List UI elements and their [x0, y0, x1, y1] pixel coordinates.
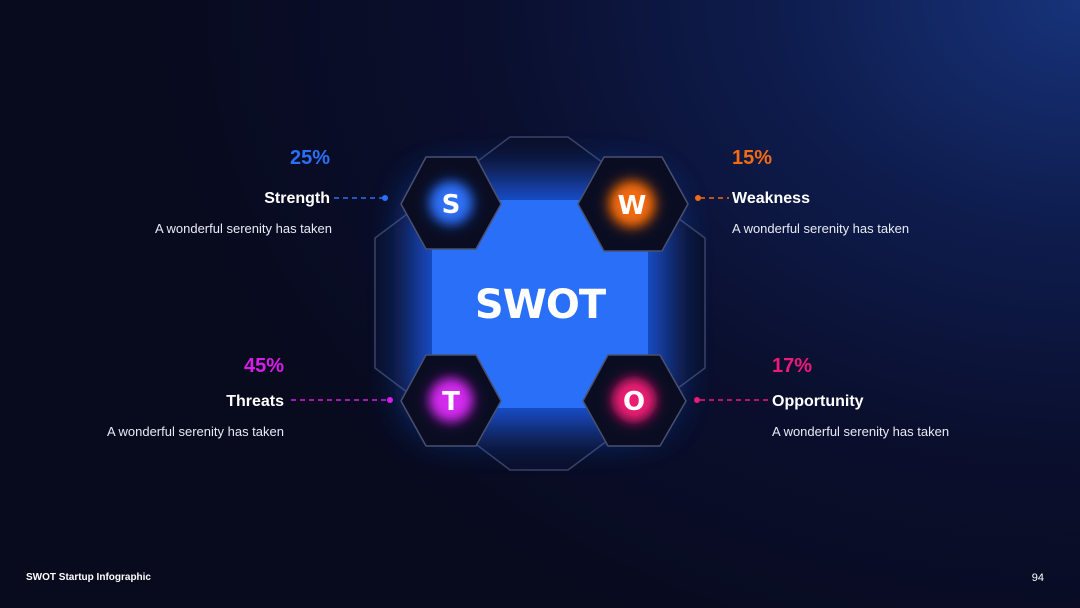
hexagon-letter-t: T — [442, 387, 460, 417]
hexagon-opportunity: O — [582, 354, 687, 447]
hexagon-weakness: W — [577, 156, 689, 252]
strength-label: Strength — [264, 190, 330, 207]
strength-description: A wonderful serenity has taken — [154, 221, 332, 236]
strength-percent: 25% — [289, 147, 330, 169]
hexagon-letter-w: W — [618, 191, 647, 221]
opportunity-label: Opportunity — [772, 393, 864, 410]
connector-strength — [334, 195, 388, 201]
threats-description: A wonderful serenity has taken — [106, 424, 284, 439]
weakness-label: Weakness — [732, 190, 810, 207]
hexagon-letter-s: S — [442, 190, 461, 220]
center-title: SWOT — [475, 282, 607, 328]
opportunity-percent: 17% — [772, 355, 813, 377]
connector-opportunity — [694, 397, 768, 403]
connector-threats — [291, 397, 393, 403]
threats-label: Threats — [226, 393, 284, 410]
page-number: 94 — [1031, 572, 1044, 584]
hexagon-letter-o: O — [623, 387, 645, 417]
weakness-percent: 15% — [732, 147, 773, 169]
connector-weakness — [695, 195, 729, 201]
hexagon-strength: S — [400, 156, 502, 250]
weakness-description: A wonderful serenity has taken — [732, 221, 910, 236]
threats-percent: 45% — [243, 355, 284, 377]
opportunity-description: A wonderful serenity has taken — [772, 424, 950, 439]
hexagon-threats: T — [400, 354, 502, 447]
footer-title: SWOT Startup Infographic — [26, 572, 151, 583]
